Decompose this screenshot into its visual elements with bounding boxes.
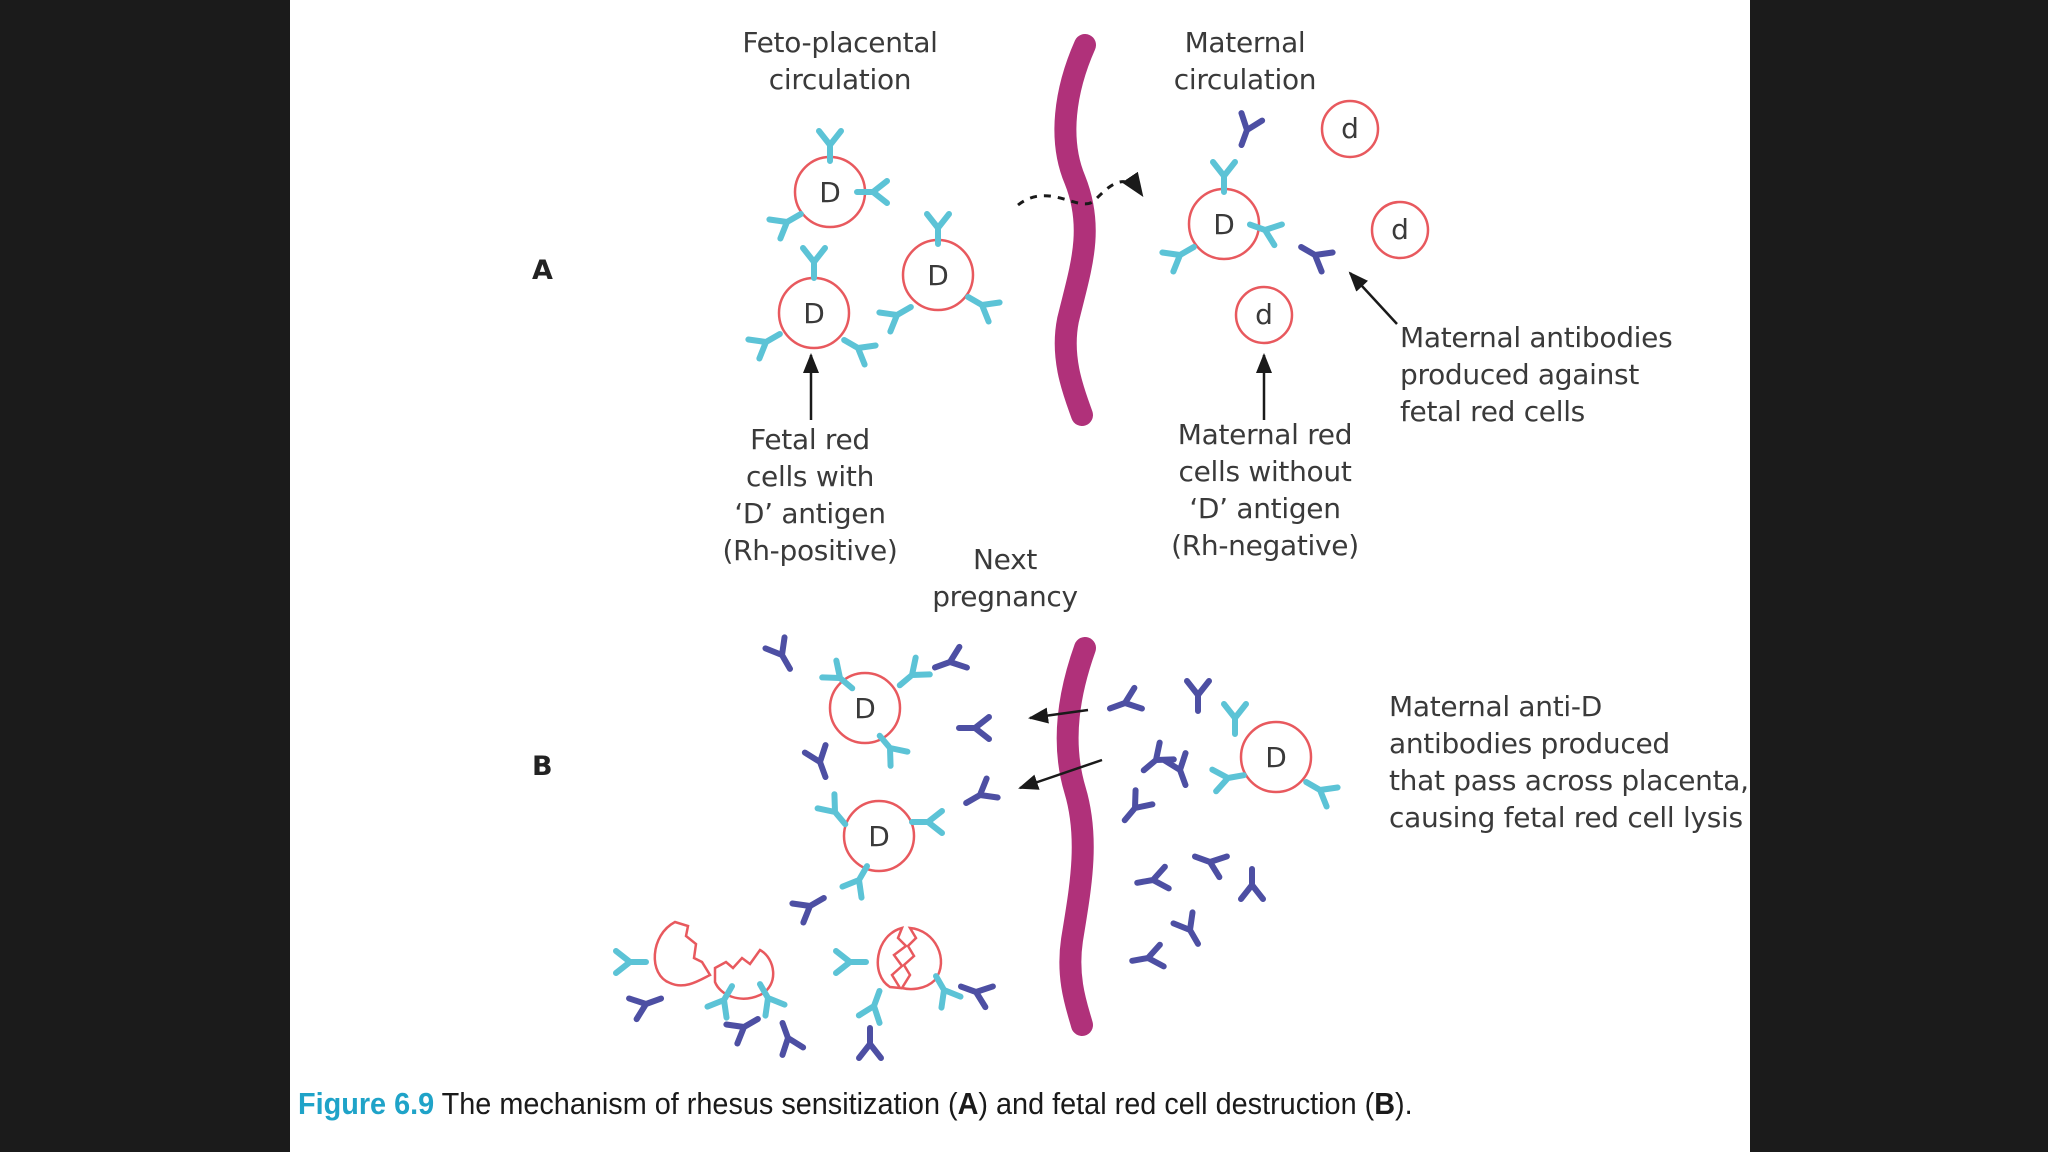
rhesus-sensitization-diagram: D D D D d d d D xyxy=(613,34,1430,1061)
fetal-bound-antibody xyxy=(1221,701,1249,737)
svg-text:D: D xyxy=(1265,741,1287,774)
antibody-transfer-arrow-2 xyxy=(1018,758,1103,790)
maternal-anti-d-antibody xyxy=(856,1025,884,1061)
svg-text:D: D xyxy=(1213,208,1235,241)
maternal-anti-d-antibody xyxy=(1238,110,1266,149)
fetal-bound-antibody xyxy=(854,178,890,206)
maternal-anti-d-antibody xyxy=(1184,678,1212,714)
fetal-bound-antibody xyxy=(965,294,1003,325)
svg-text:D: D xyxy=(868,820,890,853)
fetal-bound-antibody xyxy=(909,808,945,836)
maternal-anti-d-antibody xyxy=(1121,787,1156,824)
figure-panel: D D D D d d d D xyxy=(290,0,1750,1152)
antibody-layer xyxy=(613,110,1341,1061)
fetal-bound-antibody xyxy=(839,863,870,901)
fetal-red-cell: D xyxy=(1187,187,1261,261)
maternal-anti-d-antibody xyxy=(931,643,970,671)
fetal-bound-antibody xyxy=(766,211,804,242)
svg-text:d: d xyxy=(1341,112,1359,145)
fetal-bound-antibody xyxy=(924,211,952,247)
svg-text:D: D xyxy=(854,692,876,725)
fetal-red-cell: D xyxy=(1239,720,1313,794)
figure-number: Figure 6.9 xyxy=(298,1086,435,1121)
panel-label-a: A xyxy=(532,255,553,286)
fetal-bound-antibody xyxy=(745,331,783,362)
svg-text:d: d xyxy=(1391,213,1409,246)
lysed-fetal-red-cell xyxy=(876,926,943,991)
fetal-bound-antibody xyxy=(819,657,856,692)
fetal-bound-antibody xyxy=(704,983,735,1021)
maternal-anti-d-antibody xyxy=(956,714,992,742)
maternal-anti-d-antibody xyxy=(1298,244,1336,275)
maternal-anti-d-antibody xyxy=(801,742,829,781)
fetal-bound-antibody xyxy=(814,791,849,828)
maternal-anti-d-antibody xyxy=(789,895,827,926)
fetal-cell-crossing-arrow xyxy=(1017,171,1144,207)
maternal-red-cell: d xyxy=(1234,285,1294,345)
fetal-red-cell: D xyxy=(777,276,851,350)
maternal-anti-d-antibody xyxy=(963,775,1001,806)
fetal-bound-antibody xyxy=(841,337,879,368)
fetal-bound-antibody xyxy=(1209,766,1247,795)
fetal-bound-antibody xyxy=(855,987,883,1026)
fetal-red-cell: D xyxy=(828,671,902,745)
fetal-bound-antibody xyxy=(933,973,964,1011)
fetal-red-cell: D xyxy=(842,799,916,873)
maternal-anti-d-antibody xyxy=(779,1019,807,1058)
panel-label-b: B xyxy=(532,751,553,782)
maternal-anti-d-antibody xyxy=(1191,853,1230,881)
fetal-bound-antibody xyxy=(757,981,788,1019)
maternal-anti-d-antibody xyxy=(1238,866,1266,902)
fetal-bound-antibody xyxy=(1246,221,1285,249)
maternal-anti-d-antibody xyxy=(1170,909,1201,947)
svg-text:D: D xyxy=(819,176,841,209)
maternal-anti-d-antibody xyxy=(762,634,793,672)
fetal-bound-antibody xyxy=(816,128,844,164)
svg-text:D: D xyxy=(803,297,825,330)
fetal-bound-antibody xyxy=(1159,244,1197,275)
maternal-anti-d-antibody xyxy=(626,995,665,1023)
maternal-red-cell: d xyxy=(1320,99,1380,159)
maternal-anti-d-antibody xyxy=(957,983,996,1011)
placenta-barrier-bottom xyxy=(1056,637,1096,1036)
fetal-bound-antibody xyxy=(896,654,933,689)
svg-text:d: d xyxy=(1255,298,1273,331)
fetal-bound-antibody xyxy=(876,732,911,769)
maternal-red-cell: d xyxy=(1370,200,1430,260)
maternal-anti-d-antibody xyxy=(1161,750,1189,789)
maternal-antibody-pointer-arrow xyxy=(1348,271,1398,325)
svg-text:D: D xyxy=(927,259,949,292)
maternal-anti-d-antibody xyxy=(1134,863,1172,892)
placenta-barrier-top xyxy=(1054,34,1096,426)
maternal-anti-d-antibody xyxy=(1106,684,1145,712)
fetal-bound-antibody xyxy=(833,948,869,976)
antibody-transfer-arrow-1 xyxy=(1028,707,1089,724)
fetal-bound-antibody xyxy=(1303,779,1341,810)
fetal-red-cell: D xyxy=(901,238,975,312)
fetal-bound-antibody xyxy=(613,948,649,976)
fetal-bound-antibody xyxy=(1210,159,1238,195)
maternal-anti-d-antibody xyxy=(723,1016,761,1047)
fetal-bound-antibody xyxy=(876,304,914,335)
lysed-fetal-red-cell xyxy=(653,920,775,1000)
maternal-anti-d-antibody xyxy=(1129,941,1167,970)
fetal-bound-antibody xyxy=(800,245,828,281)
